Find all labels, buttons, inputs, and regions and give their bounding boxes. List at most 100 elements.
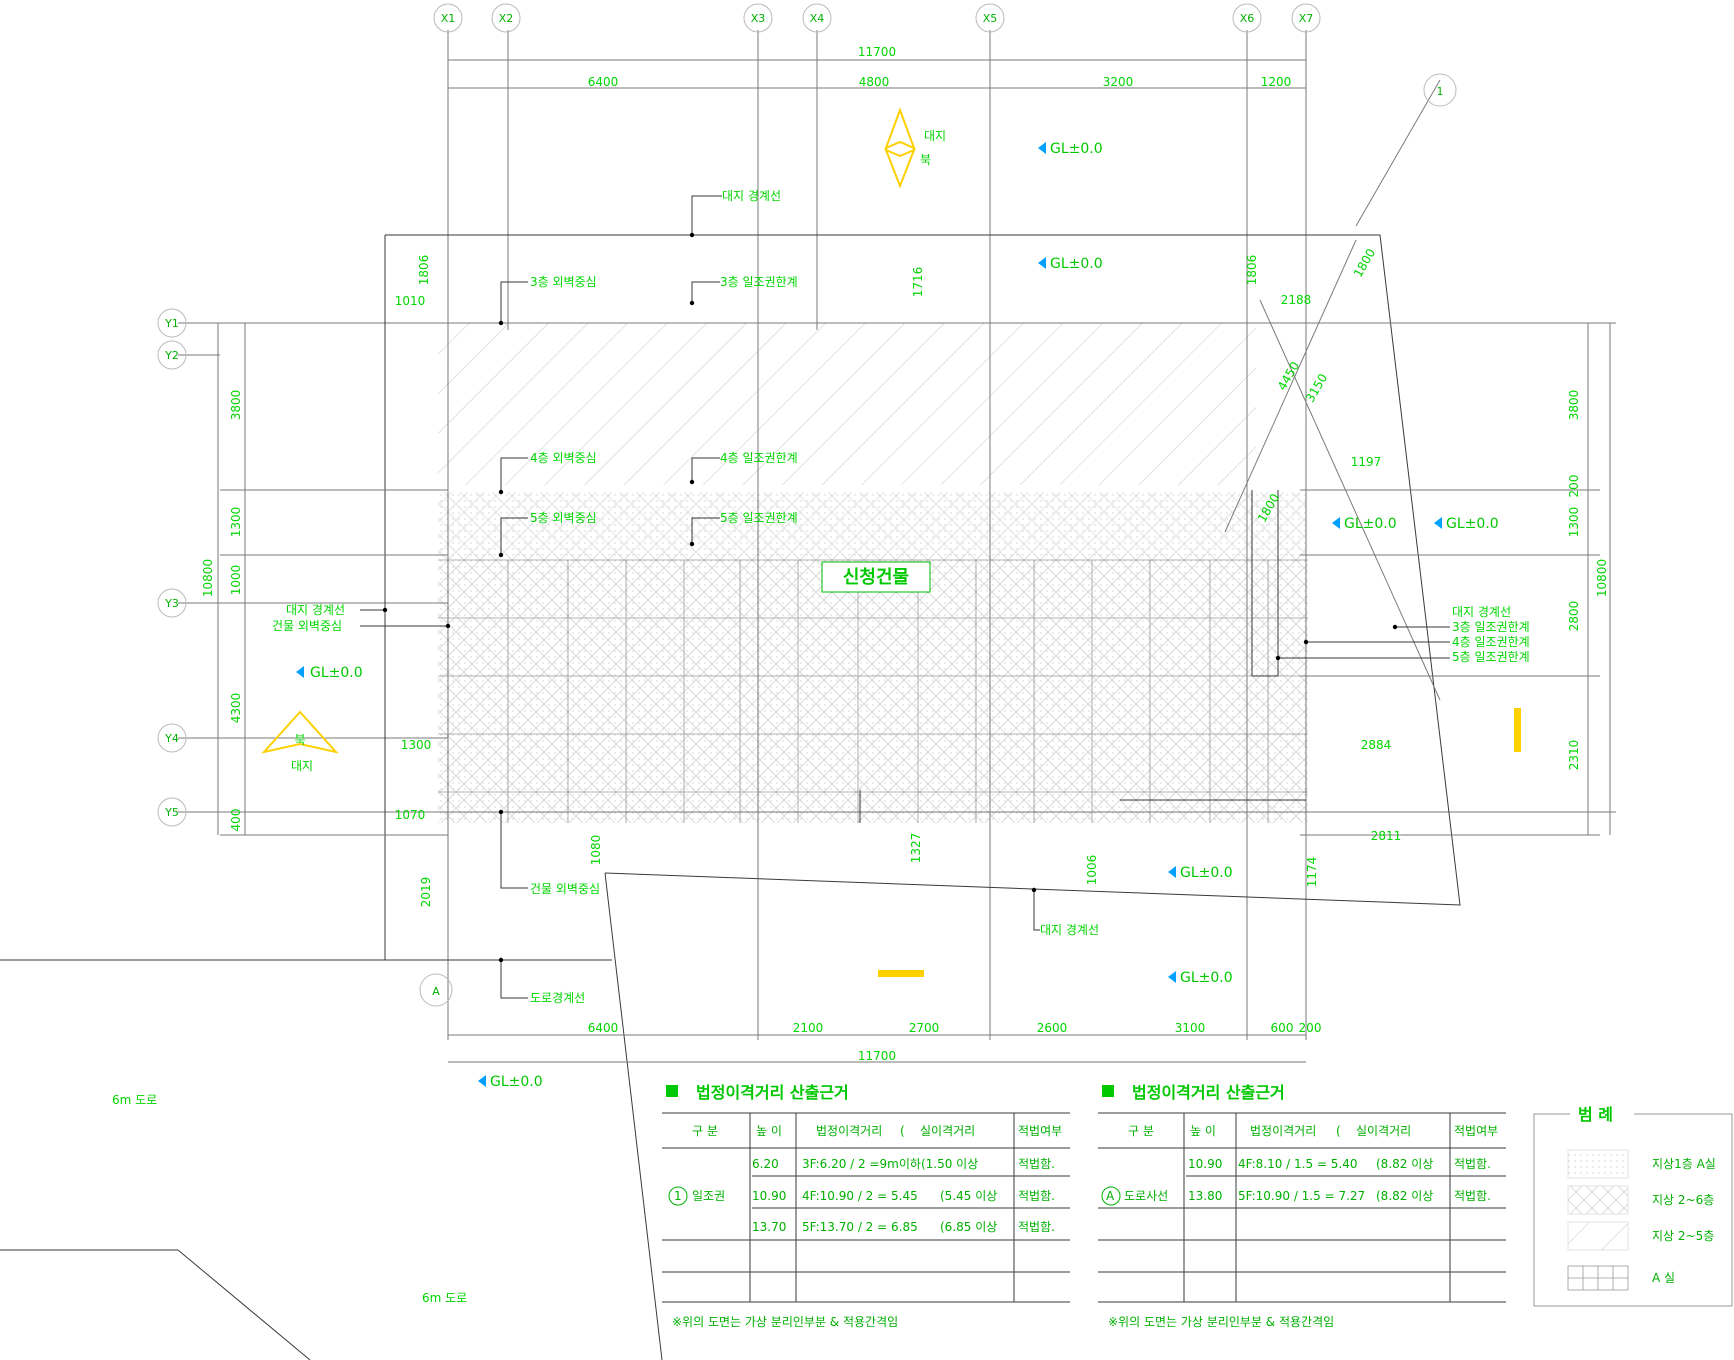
dim-bottom-seg-4: 2600 <box>1037 1021 1068 1035</box>
axis-x3-label: X3 <box>751 12 766 25</box>
table2-row2-result: 적법함. <box>1454 1189 1491 1203</box>
dim-2019: 2019 <box>419 877 433 908</box>
legend-item-2: 지상 2~6층 <box>1652 1193 1714 1207</box>
table1-row3-height: 13.70 <box>752 1220 786 1234</box>
gl-marks: GL±0.0 GL±0.0 GL±0.0 GL±0.0 GL±0.0 GL±0.… <box>296 141 1499 1090</box>
dim-bottom-seg-7: 200 <box>1299 1021 1322 1035</box>
svg-text:GL±0.0: GL±0.0 <box>310 665 363 681</box>
dim-right-overall: 10800 <box>1595 559 1609 597</box>
svg-text:GL±0.0: GL±0.0 <box>1344 516 1397 532</box>
table2-row2-height: 13.80 <box>1188 1189 1222 1203</box>
north-arrow-top: 대지 북 <box>884 107 946 189</box>
svg-text:GL±0.0: GL±0.0 <box>1180 865 1233 881</box>
table2-header-result: 적법여부 <box>1454 1124 1498 1138</box>
label-boundary-top: 대지 경계선 <box>722 189 781 203</box>
label-building: 신청건물 <box>843 567 909 588</box>
table2-header-height: 높 이 <box>1190 1124 1216 1138</box>
gl-mark-8: GL±0.0 <box>478 1074 543 1090</box>
label-road-6m-b: 6m 도로 <box>422 1291 467 1305</box>
svg-text:GL±0.0: GL±0.0 <box>490 1074 543 1090</box>
building-grid <box>438 555 1308 823</box>
legend-title: 범 례 <box>1578 1105 1613 1124</box>
table1-row1-result: 적법함. <box>1018 1157 1055 1171</box>
table1-row3-result: 적법함. <box>1018 1220 1055 1234</box>
dim-top-seg-3: 3200 <box>1103 75 1134 89</box>
dim-top-overall: 11700 <box>858 45 896 59</box>
label-3f-limit-right: 3층 일조권한계 <box>1452 620 1530 634</box>
table2-group-marker: A <box>1106 1189 1115 1203</box>
label-boundary-left: 대지 경계선 <box>286 603 345 617</box>
dim-right-seg-2: 200 <box>1567 475 1581 498</box>
dim-left: 3800 1300 1000 4300 400 10800 <box>201 390 243 832</box>
svg-text:GL±0.0: GL±0.0 <box>1446 516 1499 532</box>
table2-row1-result: 적법함. <box>1454 1157 1491 1171</box>
table1-header-type: 구 분 <box>692 1124 718 1138</box>
axis-y1-label: Y1 <box>164 317 179 330</box>
section-marker-a: A <box>432 985 440 998</box>
dim-3150: 3150 <box>1303 371 1330 404</box>
axis-x5-label: X5 <box>983 12 998 25</box>
section-markers: 1 A <box>419 73 1457 1007</box>
label-road-boundary: 도로경계선 <box>530 991 585 1005</box>
axis-x7-label: X7 <box>1299 12 1314 25</box>
dim-1174: 1174 <box>1305 857 1319 888</box>
dim-top-seg-2: 4800 <box>859 75 890 89</box>
axis-y3-label: Y3 <box>164 597 179 610</box>
dim-left-seg-4: 4300 <box>229 693 243 724</box>
section-marker-1: 1 <box>1437 85 1444 98</box>
table1-row2-height: 10.90 <box>752 1189 786 1203</box>
dim-top-seg-1: 6400 <box>588 75 619 89</box>
axis-lines <box>178 30 1616 1040</box>
dim-left-seg-3: 1000 <box>229 565 243 596</box>
dim-1327: 1327 <box>909 833 923 864</box>
table1-row1-height: 6.20 <box>752 1157 779 1171</box>
dim-bottom: 6400 2100 2700 2600 3100 600 200 11700 <box>588 1021 1322 1063</box>
dimension-lines <box>217 59 1611 1063</box>
table1-group-marker: 1 <box>674 1189 682 1203</box>
label-north-site-bottom: 북 <box>920 153 931 167</box>
dim-1716: 1716 <box>911 267 925 298</box>
gl-mark-5: GL±0.0 <box>296 665 363 681</box>
gl-mark-4: GL±0.0 <box>1434 516 1499 532</box>
label-4f-limit-right: 4층 일조권한계 <box>1452 635 1530 649</box>
dim-left-seg-1: 3800 <box>229 390 243 421</box>
table2-row1-height: 10.90 <box>1188 1157 1222 1171</box>
axis-y4-label: Y4 <box>164 732 179 745</box>
dim-2188: 2188 <box>1281 293 1312 307</box>
label-building-outer-left: 건물 외벽중심 <box>272 619 342 633</box>
axis-x6-label: X6 <box>1240 12 1255 25</box>
table2-title: 법정이격거리 산출근거 <box>1132 1083 1285 1102</box>
legend: 범 례 지상1층 A실 지상 2~6층 지상 2~5층 A 실 <box>1533 1104 1733 1307</box>
dim-bottom-seg-6: 600 <box>1271 1021 1294 1035</box>
dim-1006: 1006 <box>1085 855 1099 886</box>
dim-1800: 1800 <box>1351 246 1378 279</box>
table1-footnote: ※위의 도면는 가상 분리인부분 & 적용간격임 <box>672 1315 898 1329</box>
dim-right: 3800 200 1300 2800 2310 10800 <box>1567 390 1609 771</box>
table1-header-actual: 실이격거리 <box>920 1124 975 1138</box>
dim-left-seg-2: 1300 <box>229 507 243 538</box>
axis-y5-label: Y5 <box>164 806 179 819</box>
label-3f-limit: 3층 일조권한계 <box>720 275 798 289</box>
table-1: 법정이격거리 산출근거 구 분 높 이 법정이격거리 ( 실이격거리 적법여부 … <box>662 1083 1070 1329</box>
gl-mark-6: GL±0.0 <box>1168 865 1233 881</box>
dim-right-seg-1: 3800 <box>1567 390 1581 421</box>
table2-row2-actual: (8.82 이상 <box>1376 1189 1433 1203</box>
table1-row2-legal: 4F:10.90 / 2 = 5.45 <box>802 1189 918 1203</box>
table1-group-label: 일조권 <box>692 1189 725 1203</box>
svg-text:GL±0.0: GL±0.0 <box>1180 970 1233 986</box>
axis-y2-label: Y2 <box>164 349 179 362</box>
dim-2811: 2811 <box>1371 829 1402 843</box>
dim-1070: 1070 <box>395 808 426 822</box>
table1-row1-legal: 3F:6.20 / 2 =9m이하(1.50 이상 <box>802 1157 978 1171</box>
gl-mark-3: GL±0.0 <box>1332 516 1397 532</box>
dim-bottom-seg-1: 6400 <box>588 1021 619 1035</box>
dim-1300: 1300 <box>401 738 432 752</box>
axis-x2-label: X2 <box>499 12 514 25</box>
table2-footnote: ※위의 도면는 가상 분리인부분 & 적용간격임 <box>1108 1315 1334 1329</box>
label-north-site-left-bottom: 대지 <box>291 759 313 773</box>
accent-bar-right <box>1514 708 1521 752</box>
label-north-site-left-top: 북 <box>294 733 305 747</box>
axis-x1-label: X1 <box>441 12 456 25</box>
label-north-site-top: 대지 <box>924 129 946 143</box>
svg-text:GL±0.0: GL±0.0 <box>1050 256 1103 272</box>
